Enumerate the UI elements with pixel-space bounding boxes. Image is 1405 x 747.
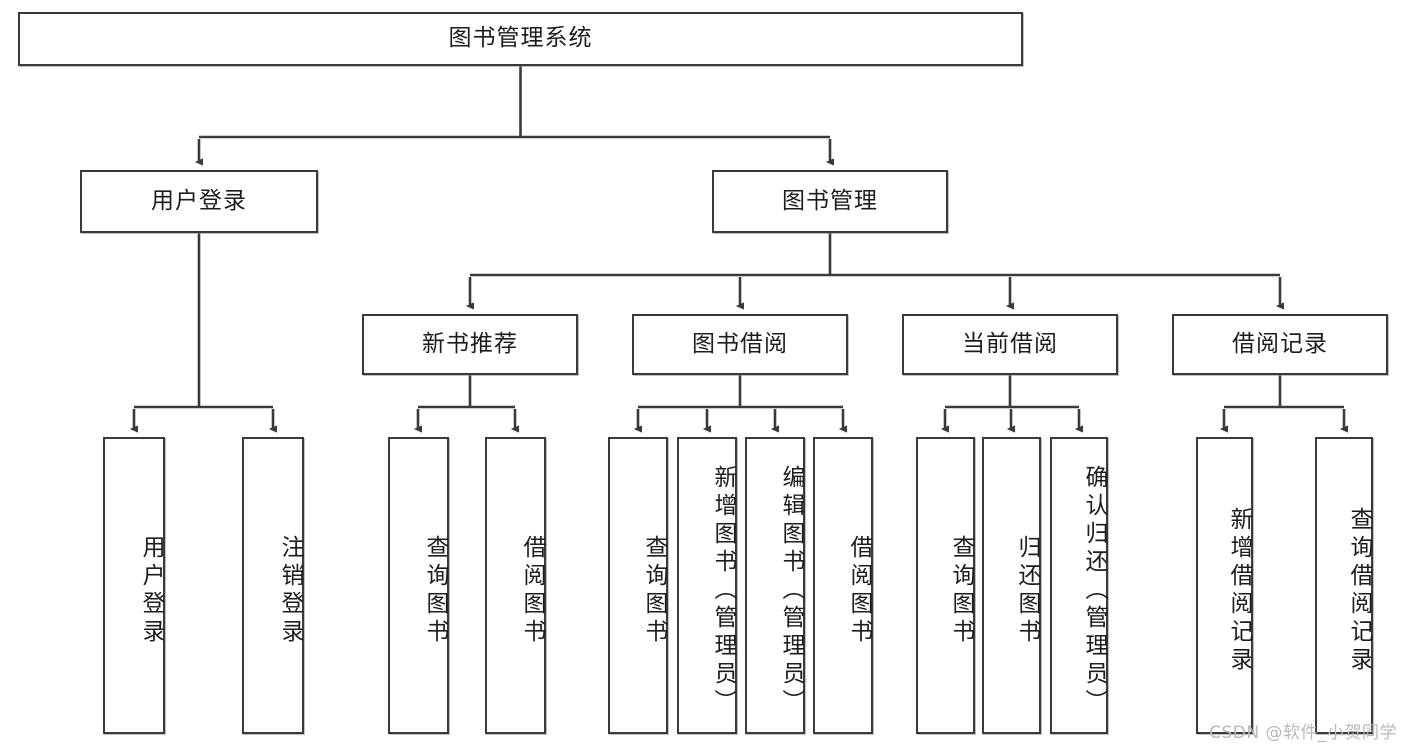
node-label: 图书借阅	[692, 330, 788, 357]
node-label: 查询借阅记录	[1346, 506, 1372, 675]
node-label: 借阅记录	[1232, 330, 1328, 357]
node-label: 注销登录	[277, 534, 303, 647]
node-leaf-edit-book-admin[interactable]: 编辑图书（管理员）	[745, 437, 805, 734]
node-label: 新增图书（管理员）	[710, 464, 736, 717]
node-root-图书管理系统[interactable]: 图书管理系统	[18, 12, 1023, 66]
node-level3-new-book-recommend[interactable]: 新书推荐	[362, 314, 578, 375]
node-label: 归还图书	[1014, 534, 1040, 647]
node-leaf-query-book-current[interactable]: 查询图书	[916, 437, 975, 734]
node-label: 当前借阅	[962, 330, 1058, 357]
node-label: 确认归还（管理员）	[1081, 464, 1107, 717]
node-leaf-borrow-book[interactable]: 借阅图书	[813, 437, 873, 734]
node-leaf-add-book-admin[interactable]: 新增图书（管理员）	[677, 437, 737, 734]
node-leaf-query-book-recommend[interactable]: 查询图书	[388, 437, 449, 734]
node-label: 借阅图书	[519, 534, 545, 647]
node-level3-book-borrow[interactable]: 图书借阅	[632, 314, 848, 375]
node-level3-current-borrow[interactable]: 当前借阅	[902, 314, 1118, 375]
node-level2-user-login[interactable]: 用户登录	[80, 170, 318, 233]
node-label: 查询图书	[422, 534, 448, 647]
node-leaf-confirm-return-admin[interactable]: 确认归还（管理员）	[1050, 437, 1108, 734]
node-leaf-query-borrow-record[interactable]: 查询借阅记录	[1315, 437, 1373, 734]
node-level2-book-management[interactable]: 图书管理	[712, 170, 948, 233]
node-label: 用户登录	[151, 187, 247, 214]
node-label: 查询图书	[641, 534, 667, 647]
node-label: 查询图书	[948, 534, 974, 647]
node-leaf-add-borrow-record[interactable]: 新增借阅记录	[1196, 437, 1253, 734]
node-leaf-return-book[interactable]: 归还图书	[982, 437, 1041, 734]
node-label: 编辑图书（管理员）	[778, 464, 804, 717]
node-label: 新增借阅记录	[1226, 506, 1252, 675]
watermark-text: CSDN @软件_小贺同学	[1209, 723, 1397, 743]
node-level3-borrow-record[interactable]: 借阅记录	[1172, 314, 1388, 375]
node-leaf-logout[interactable]: 注销登录	[242, 437, 304, 734]
node-leaf-query-book-borrow[interactable]: 查询图书	[608, 437, 668, 734]
node-leaf-user-login[interactable]: 用户登录	[103, 437, 165, 734]
node-leaf-borrow-book-recommend[interactable]: 借阅图书	[485, 437, 546, 734]
node-label: 新书推荐	[422, 330, 518, 357]
node-label: 图书管理	[782, 187, 878, 214]
node-label: 借阅图书	[846, 534, 872, 647]
node-label: 用户登录	[138, 534, 164, 647]
node-label: 图书管理系统	[448, 25, 593, 52]
